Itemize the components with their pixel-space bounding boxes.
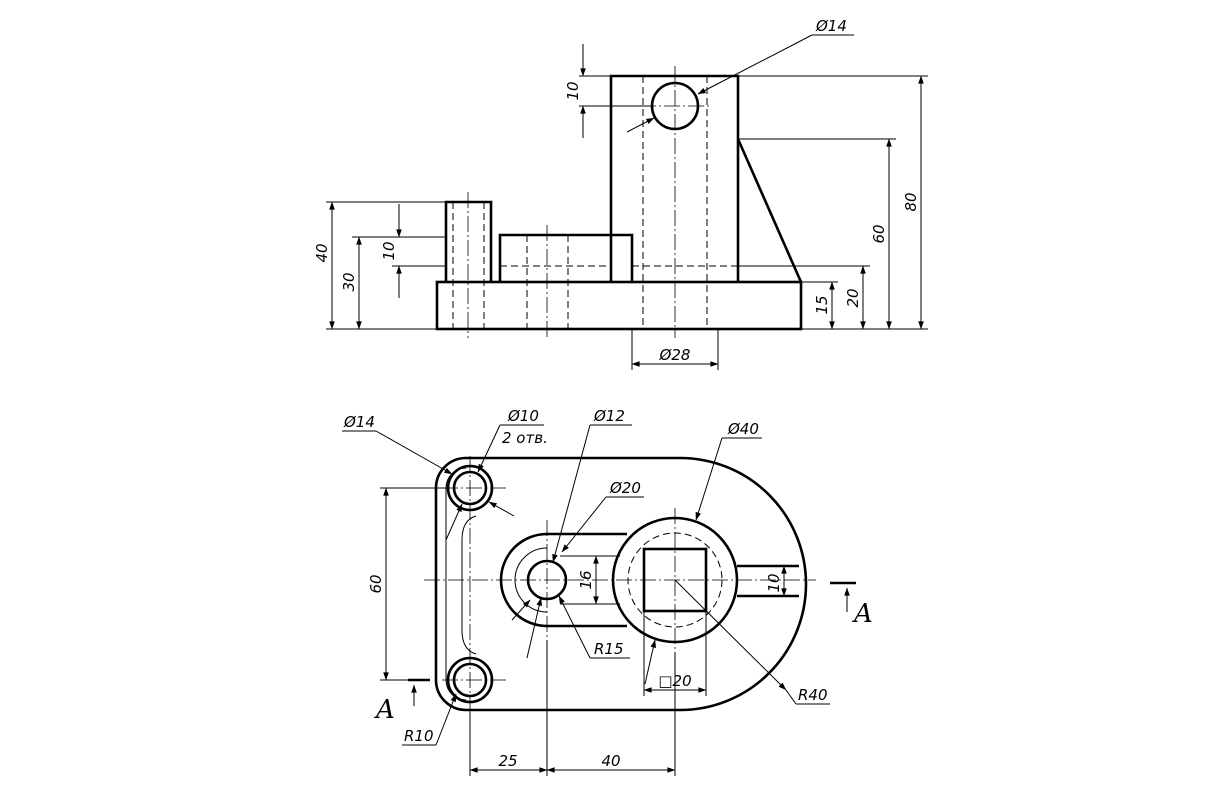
dim-right-slot: 10 bbox=[765, 565, 787, 597]
section-mark-left: A bbox=[374, 678, 430, 725]
dim-hole-dia-top: Ø14 bbox=[626, 17, 854, 133]
dim-arc-radius-label: R15 bbox=[594, 640, 624, 658]
right-slot bbox=[737, 564, 799, 598]
section-label-right: A bbox=[852, 599, 873, 629]
top-view: A A Ø14 Ø10 2 отв. Ø12 bbox=[342, 407, 873, 776]
dim-pitch-vertical: 60 bbox=[367, 487, 450, 681]
middle-boss bbox=[498, 233, 634, 282]
dim-corner-radius: R10 bbox=[402, 693, 457, 746]
dim-rib-height: 60 bbox=[870, 138, 892, 330]
dim-base-thickness-label: 15 bbox=[813, 295, 831, 314]
dim-offsets-bottom: 25 40 bbox=[469, 640, 676, 776]
dim-holes-dia: Ø10 2 отв. bbox=[445, 407, 548, 541]
dim-bore-dia: Ø28 bbox=[631, 329, 719, 370]
dim-boss-dia: Ø20 bbox=[511, 479, 644, 621]
hidden-lines-front bbox=[452, 76, 738, 329]
dim-offset-40-label: 40 bbox=[601, 752, 620, 770]
dim-big-boss-dia: Ø40 bbox=[644, 420, 762, 685]
dim-pitch-vertical-label: 60 bbox=[367, 574, 385, 593]
rail-web bbox=[461, 515, 477, 655]
dim-top-offset: 10 bbox=[564, 44, 652, 138]
rib bbox=[736, 138, 803, 283]
left-pin bbox=[444, 200, 493, 282]
dim-left-pin-height: 40 bbox=[313, 201, 335, 330]
dim-boss-dia-label: Ø20 bbox=[609, 479, 641, 497]
column bbox=[609, 74, 740, 282]
dim-pin-outer-dia: Ø14 bbox=[342, 413, 515, 517]
dim-step-height-label: 10 bbox=[380, 241, 398, 260]
dim-total-height: 80 bbox=[902, 75, 924, 330]
section-label-left: A bbox=[374, 695, 395, 725]
dim-bore-dia-label: Ø28 bbox=[659, 346, 691, 364]
dim-slot-width-label: 16 bbox=[577, 570, 595, 589]
dim-small-hole-dia: Ø12 bbox=[526, 407, 632, 659]
section-mark-right: A bbox=[830, 581, 873, 629]
dim-holes-dia-label: Ø10 bbox=[507, 407, 539, 425]
dim-outer-radius: R40 bbox=[674, 579, 830, 705]
dim-left-pin-base: 30 bbox=[340, 236, 362, 330]
dim-pin-outer-dia-label: Ø14 bbox=[343, 413, 375, 431]
dim-rib-height-label: 60 bbox=[870, 224, 888, 243]
dim-left-pin-height-label: 40 bbox=[313, 243, 331, 262]
dim-holes-count-label: 2 отв. bbox=[502, 429, 548, 447]
dim-outer-radius-label: R40 bbox=[798, 686, 828, 704]
dim-boss-height: 20 bbox=[844, 265, 866, 330]
base-plate bbox=[435, 280, 803, 331]
ext-lines-left bbox=[326, 201, 446, 330]
center-lines-front bbox=[467, 66, 712, 338]
front-view: 10 Ø14 80 60 20 bbox=[313, 17, 928, 370]
dim-slot-width: 16 bbox=[577, 555, 599, 605]
left-lug-slot bbox=[560, 555, 620, 605]
dim-total-height-label: 80 bbox=[902, 192, 920, 211]
dim-right-slot-label: 10 bbox=[765, 573, 783, 592]
dim-small-hole-dia-label: Ø12 bbox=[593, 407, 625, 425]
dim-offset-25-label: 25 bbox=[498, 752, 517, 770]
dim-arc-radius: R15 bbox=[558, 595, 630, 659]
dim-base-thickness: 15 bbox=[813, 281, 835, 330]
dim-step-height: 10 bbox=[380, 204, 402, 298]
dim-hole-dia-top-label: Ø14 bbox=[815, 17, 847, 35]
dim-left-pin-base-label: 30 bbox=[340, 272, 358, 291]
dim-corner-radius-label: R10 bbox=[404, 727, 434, 745]
dim-big-boss-dia-label: Ø40 bbox=[727, 420, 759, 438]
dim-boss-height-label: 20 bbox=[844, 288, 862, 307]
dim-top-offset-label: 10 bbox=[564, 81, 582, 100]
